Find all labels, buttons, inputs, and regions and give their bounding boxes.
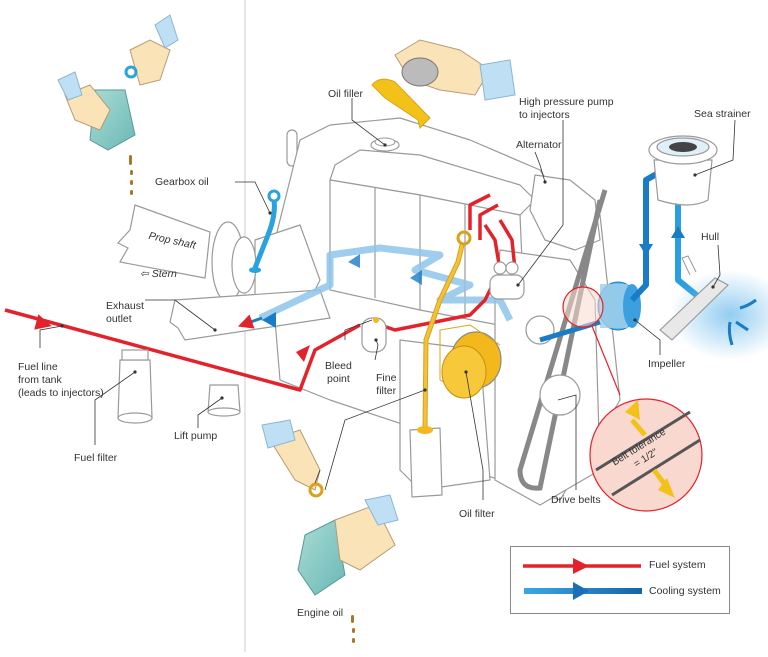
- label-high-pressure-pump: High pressure pump to injectors: [519, 96, 614, 121]
- legend: Fuel system Cooling system: [510, 546, 730, 614]
- belt-tolerance-callout: [589, 398, 703, 512]
- label-engine-oil: Engine oil: [297, 607, 344, 619]
- dipstick-tube: [409, 427, 443, 498]
- cool-arrow-down: [639, 244, 653, 256]
- legend-label-fuel: Fuel system: [649, 559, 706, 571]
- prop-shaft: [117, 204, 211, 279]
- fuel-arrow-1: [34, 314, 52, 330]
- injector-line-1: [468, 193, 491, 230]
- arrow-left-icon: ⇦: [140, 268, 152, 280]
- drive-belts: [517, 189, 608, 491]
- cool-arrow-up: [671, 226, 685, 238]
- fuel-line-to-pump: [379, 279, 497, 332]
- high-pressure-pump: [489, 261, 525, 300]
- twist-arrow: [371, 78, 431, 129]
- label-lift-pump: Lift pump: [174, 430, 218, 442]
- fuel-filter: [117, 349, 153, 424]
- hull-plate: [659, 277, 730, 341]
- injector-line-2: [478, 203, 499, 240]
- lifting-eye: [286, 129, 298, 167]
- cooling-arrow: [262, 312, 276, 328]
- oil-filter: [439, 324, 502, 399]
- legend-label-cooling: Cooling system: [649, 585, 721, 597]
- belt-zoom-source: [562, 286, 604, 328]
- label-drive-belts: Drive belts: [551, 494, 601, 506]
- stern-direction: ⇦ Stern: [140, 268, 177, 281]
- water-inflow-arrows: [727, 298, 757, 346]
- cooling-internal: [258, 244, 514, 322]
- label-bleed-point: Bleed point: [325, 360, 352, 385]
- hand-engine-oil: [261, 419, 399, 643]
- gearbox-dipstick: [252, 199, 277, 269]
- sea-water: [670, 270, 768, 360]
- label-alternator: Alternator: [516, 139, 562, 151]
- label-fuel-filter: Fuel filter: [74, 452, 118, 464]
- label-oil-filter: Oil filter: [459, 508, 495, 520]
- label-fine-filter: Fine filter: [376, 372, 397, 397]
- impeller: [597, 281, 641, 331]
- legend-swatches: [523, 558, 642, 600]
- label-oil-filler: Oil filler: [328, 88, 364, 100]
- fuel-lines: [4, 193, 517, 392]
- label-stern: Stern: [151, 268, 177, 280]
- oil-drips: [129, 155, 133, 195]
- sea-strainer-to-impeller: [629, 169, 662, 303]
- label-impeller: Impeller: [648, 358, 686, 370]
- label-exhaust-outlet: Exhaust outlet: [106, 300, 144, 325]
- tolerance-arrow-down: [658, 478, 675, 498]
- label-sea-strainer: Sea strainer: [694, 108, 751, 120]
- callout-connector: [591, 325, 621, 396]
- sea-strainer: [648, 135, 718, 206]
- fuel-line-from-tank: [4, 308, 361, 392]
- label-fuel-line: Fuel line from tank (leads to injectors): [18, 361, 104, 399]
- fuel-arrow-2: [296, 345, 310, 362]
- hand-gearbox-oil: [57, 14, 179, 195]
- fine-filter: [361, 317, 387, 353]
- lift-pump: [207, 384, 241, 417]
- seacock-lever: [681, 255, 697, 276]
- label-gearbox-oil: Gearbox oil: [155, 176, 209, 188]
- cloth: [297, 519, 346, 596]
- leader-lines: [39, 98, 736, 500]
- oil-drips: [351, 615, 355, 643]
- tolerance-arrow-up: [625, 400, 640, 420]
- label-hull: Hull: [701, 231, 720, 243]
- legend-fuel-arrow: [573, 558, 589, 574]
- hand-oil-filler: [371, 39, 516, 129]
- legend-cooling-arrow: [573, 582, 589, 600]
- leader-dots: [60, 143, 715, 400]
